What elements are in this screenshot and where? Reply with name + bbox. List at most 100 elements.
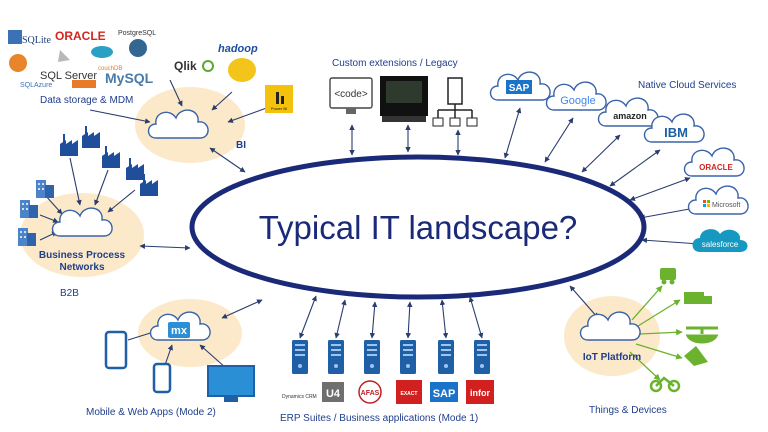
factory-icon — [60, 134, 78, 156]
custom-legacy-group: Custom extensions / Legacy <code> — [329, 58, 478, 127]
logo-sql-server: SQL Server — [40, 70, 97, 82]
logo-infor: infor — [470, 388, 490, 398]
monitor-stand — [346, 108, 356, 114]
server-icon — [328, 340, 344, 374]
factory-icon — [82, 126, 100, 148]
b2b-label: B2B — [60, 288, 79, 299]
mobile-group: mx Mobile & Web Apps (Mode 2) — [86, 311, 255, 418]
firebird-icon — [9, 54, 27, 72]
network-node-icon — [449, 117, 461, 127]
iot-group: IoT Platform Things & Devices — [579, 268, 719, 416]
network-node-icon — [466, 117, 478, 127]
excavator-icon — [684, 346, 708, 366]
factory-icon — [126, 158, 144, 180]
car-wheel — [661, 279, 667, 285]
logo-sap-erp: SAP — [433, 388, 456, 400]
salesforce-cloud-icon — [692, 229, 748, 252]
center-title: Typical IT landscape? — [259, 209, 578, 246]
bi-label: BI — [236, 140, 246, 151]
sqlite-logo-mark — [8, 30, 22, 44]
erp-label: ERP Suites / Business applications (Mode… — [280, 413, 478, 424]
logo-google: Google — [560, 95, 595, 107]
bpn-label-line1: Business Process — [39, 250, 126, 261]
iot-label: IoT Platform — [583, 352, 641, 363]
server-icon — [292, 340, 308, 374]
sap-erp-badge — [430, 382, 458, 402]
mx-badge — [168, 322, 190, 338]
logo-power-bi: Power BI — [271, 106, 287, 111]
afas-badge — [358, 380, 382, 404]
desktop-stand — [224, 396, 238, 402]
logo-dynamics: Dynamics CRM — [282, 394, 317, 400]
terminal-keyboard — [382, 116, 426, 122]
u4-badge — [322, 382, 344, 402]
microsoft-cloud-icon — [687, 185, 749, 215]
logo-mx: mx — [171, 325, 188, 337]
devices-label: Things & Devices — [589, 405, 667, 416]
logo-salesforce: salesforce — [702, 240, 739, 249]
network-node-icon — [432, 117, 444, 127]
exact-badge — [396, 380, 422, 404]
mobile-label: Mobile & Web Apps (Mode 2) — [86, 407, 216, 418]
logo-hadoop: hadoop — [218, 43, 258, 55]
sap-badge — [506, 80, 532, 94]
logo-sqlite: SQLite — [22, 35, 51, 46]
phone-icon — [104, 330, 128, 370]
server-icon — [438, 340, 454, 374]
terminal-screen — [386, 81, 422, 103]
helicopter-icon — [685, 326, 719, 344]
microsoft-square-icon — [703, 200, 706, 203]
logo-sap-cloud: SAP — [509, 83, 530, 94]
logo-amazon: amazon — [613, 111, 647, 121]
car-wheel — [669, 279, 675, 285]
custom-label: Custom extensions / Legacy — [332, 58, 458, 69]
center-ellipse — [189, 154, 647, 300]
mariadb-seal-icon — [58, 50, 70, 62]
logo-oracle-cloud: ORACLE — [699, 163, 733, 172]
motorbike-wheel-icon — [667, 379, 681, 393]
microsoft-square-icon — [703, 204, 706, 207]
database-badge-icon — [91, 46, 113, 58]
logo-mysql: MySQL — [105, 70, 154, 86]
iot-device-arrows — [629, 285, 683, 381]
logo-qlik: Qlik — [174, 59, 197, 73]
power-bi-bar-icon — [276, 92, 279, 104]
building-icon — [20, 200, 38, 218]
logo-afas: AFAS — [361, 390, 380, 397]
server-icon — [474, 340, 490, 374]
qlik-mark-icon — [202, 60, 214, 72]
erp-group: Dynamics CRM U4 AFAS EXACT SAP infor ERP… — [280, 340, 494, 424]
logo-u4: U4 — [326, 388, 341, 400]
logo-microsoft: Microsoft — [712, 202, 740, 209]
logo-postgresql: PostgreSQL — [118, 30, 156, 37]
server-icon — [400, 340, 416, 374]
logo-oracle: ORACLE — [55, 29, 106, 43]
bpn-label-line2: Networks — [59, 262, 104, 273]
bpn-group: Business Process Networks B2B — [18, 126, 158, 299]
data-storage-logos: SQLite ORACLE PostgreSQL SQL Server couc… — [8, 29, 156, 106]
power-bi-bar-icon — [281, 96, 284, 104]
desktop-monitor-icon — [207, 365, 255, 397]
logo-small-db: couchDB — [98, 66, 122, 72]
motorbike-wheel-icon — [649, 379, 663, 393]
data-storage-label: Data storage & MDM — [40, 95, 133, 106]
network-tree-icon — [437, 104, 473, 118]
car-icon — [660, 268, 676, 280]
factory-icon — [102, 146, 120, 168]
building-icon — [36, 180, 54, 198]
hadoop-elephant-icon — [228, 58, 256, 82]
server-icon — [364, 340, 380, 374]
network-server-icon — [447, 77, 463, 105]
cloud-services-label: Native Cloud Services — [638, 80, 736, 91]
small-db-badge — [72, 80, 96, 88]
code-text: <code> — [334, 89, 368, 100]
truck-icon — [684, 292, 704, 304]
cloud-services-group: Native Cloud Services SAP Google amazon … — [489, 71, 749, 252]
connector-arrows — [39, 79, 701, 369]
logo-exact: EXACT — [401, 391, 418, 397]
motorbike-icon — [655, 376, 675, 387]
logo-ibm: IBM — [664, 125, 688, 140]
microsoft-square-icon — [707, 204, 710, 207]
truck-cab — [704, 296, 712, 304]
